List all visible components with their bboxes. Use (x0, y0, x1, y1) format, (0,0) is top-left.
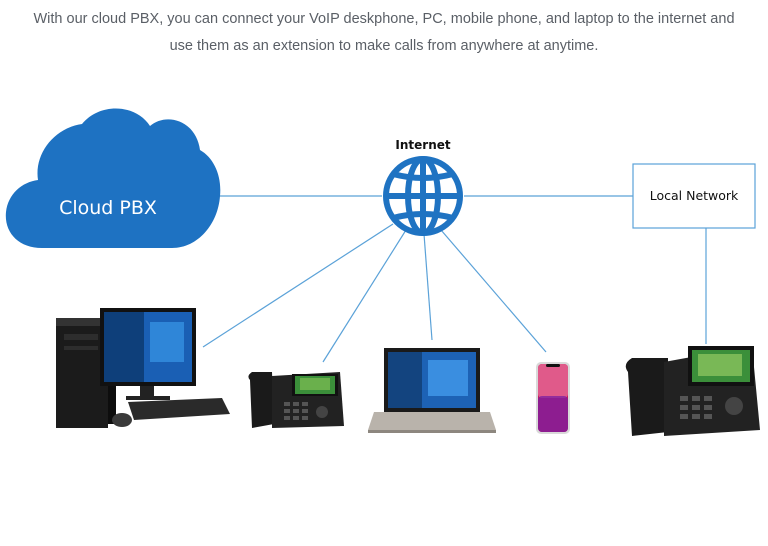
connector-lines (202, 195, 707, 363)
internet-node: Internet (383, 138, 463, 236)
internet-label: Internet (395, 138, 450, 152)
local-network-label: Local Network (650, 188, 739, 203)
desktop-pc-icon (56, 308, 230, 428)
cloud-pbx-label: Cloud PBX (59, 197, 157, 219)
cloud-icon (5, 108, 221, 248)
laptop-icon (368, 348, 496, 433)
globe-icon (383, 156, 463, 236)
deskphone-icon (248, 372, 344, 428)
line-internet-smartphone (440, 229, 547, 353)
line-internet-laptop (423, 233, 433, 341)
line-internet-pc (202, 223, 394, 348)
smartphone-icon (536, 362, 570, 434)
deskphone-large-icon (625, 346, 760, 436)
cloud-pbx-node: Cloud PBX (5, 108, 221, 248)
intro-text: With our cloud PBX, you can connect your… (33, 11, 735, 54)
line-internet-deskphone (322, 229, 407, 363)
local-network-node: Local Network (632, 163, 756, 229)
local-network-box (632, 163, 756, 229)
